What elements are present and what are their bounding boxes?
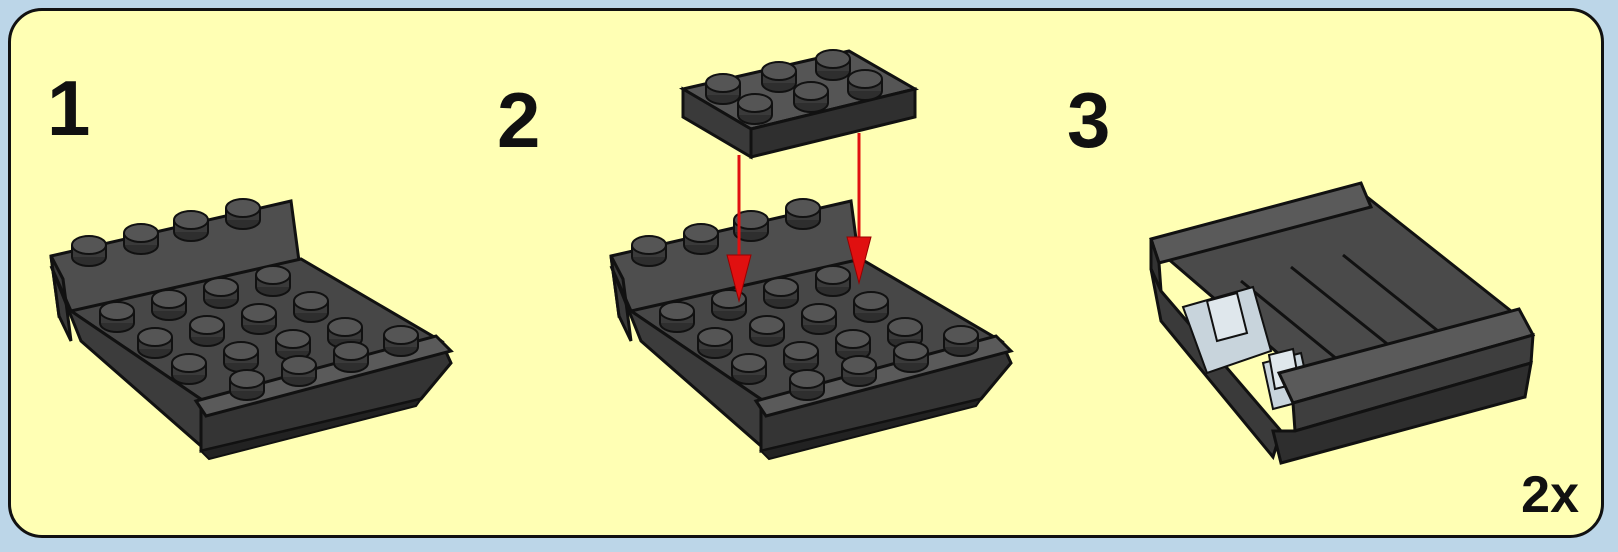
quantity-label: 2x bbox=[1521, 469, 1579, 521]
step-2-plate bbox=[683, 50, 915, 157]
step-3-part bbox=[1151, 183, 1533, 463]
step-2-part bbox=[611, 199, 1011, 459]
build-illustrations bbox=[11, 11, 1604, 538]
step-1-part bbox=[51, 199, 451, 459]
instruction-panel: 1 2 3 bbox=[8, 8, 1604, 538]
